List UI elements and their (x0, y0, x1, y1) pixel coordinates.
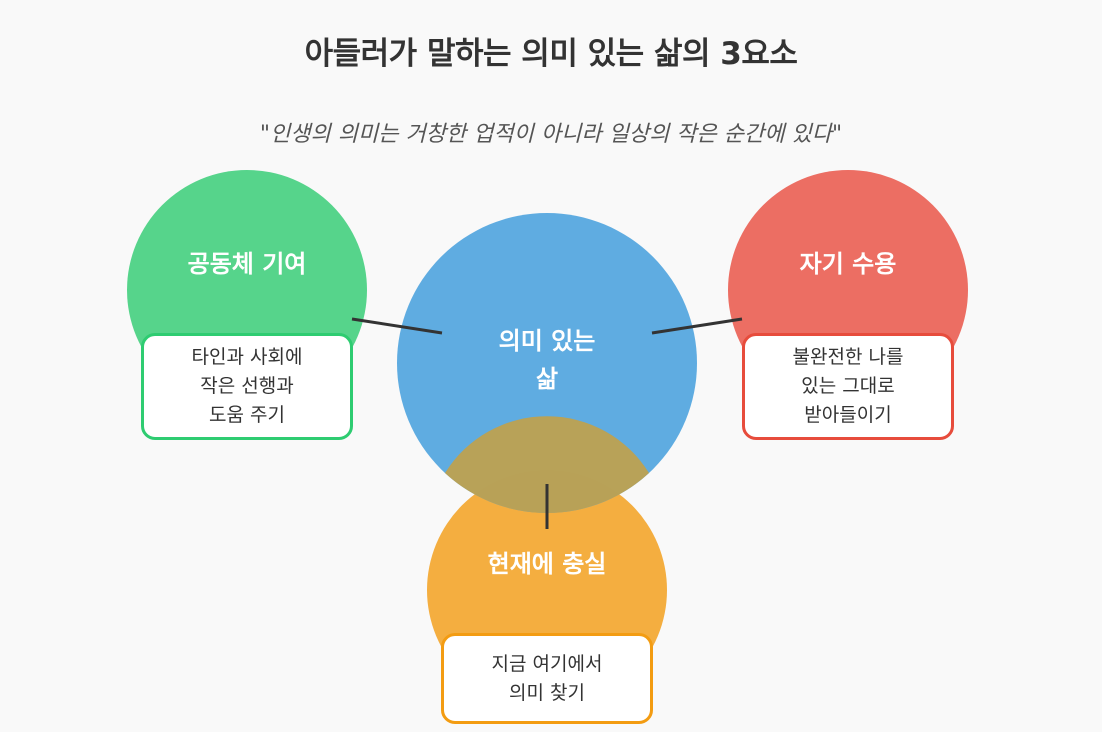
present-description: 지금 여기에서 의미 찾기 (441, 633, 653, 724)
quote-subtitle: "인생의 의미는 거창한 업적이 아니라 일상의 작은 순간에 있다" (259, 122, 843, 147)
acceptance-description: 불완전한 나를 있는 그대로 받아들이기 (742, 333, 954, 440)
center-circle (397, 213, 697, 513)
center-label-line1: 의미 있는 (498, 327, 596, 355)
community-label: 공동체 기여 (187, 250, 307, 278)
center-label: 의미 있는 삶 (447, 322, 647, 398)
connector-community (351, 317, 443, 335)
acceptance-label: 자기 수용 (799, 250, 897, 278)
center-label-line2: 삶 (535, 365, 559, 393)
connector-acceptance (651, 317, 743, 335)
page-title: 아들러가 말하는 의미 있는 삶의 3요소 (304, 36, 798, 72)
present-label: 현재에 충실 (487, 550, 607, 578)
overlap-region (445, 416, 649, 514)
community-description: 타인과 사회에 작은 선행과 도움 주기 (141, 333, 353, 440)
